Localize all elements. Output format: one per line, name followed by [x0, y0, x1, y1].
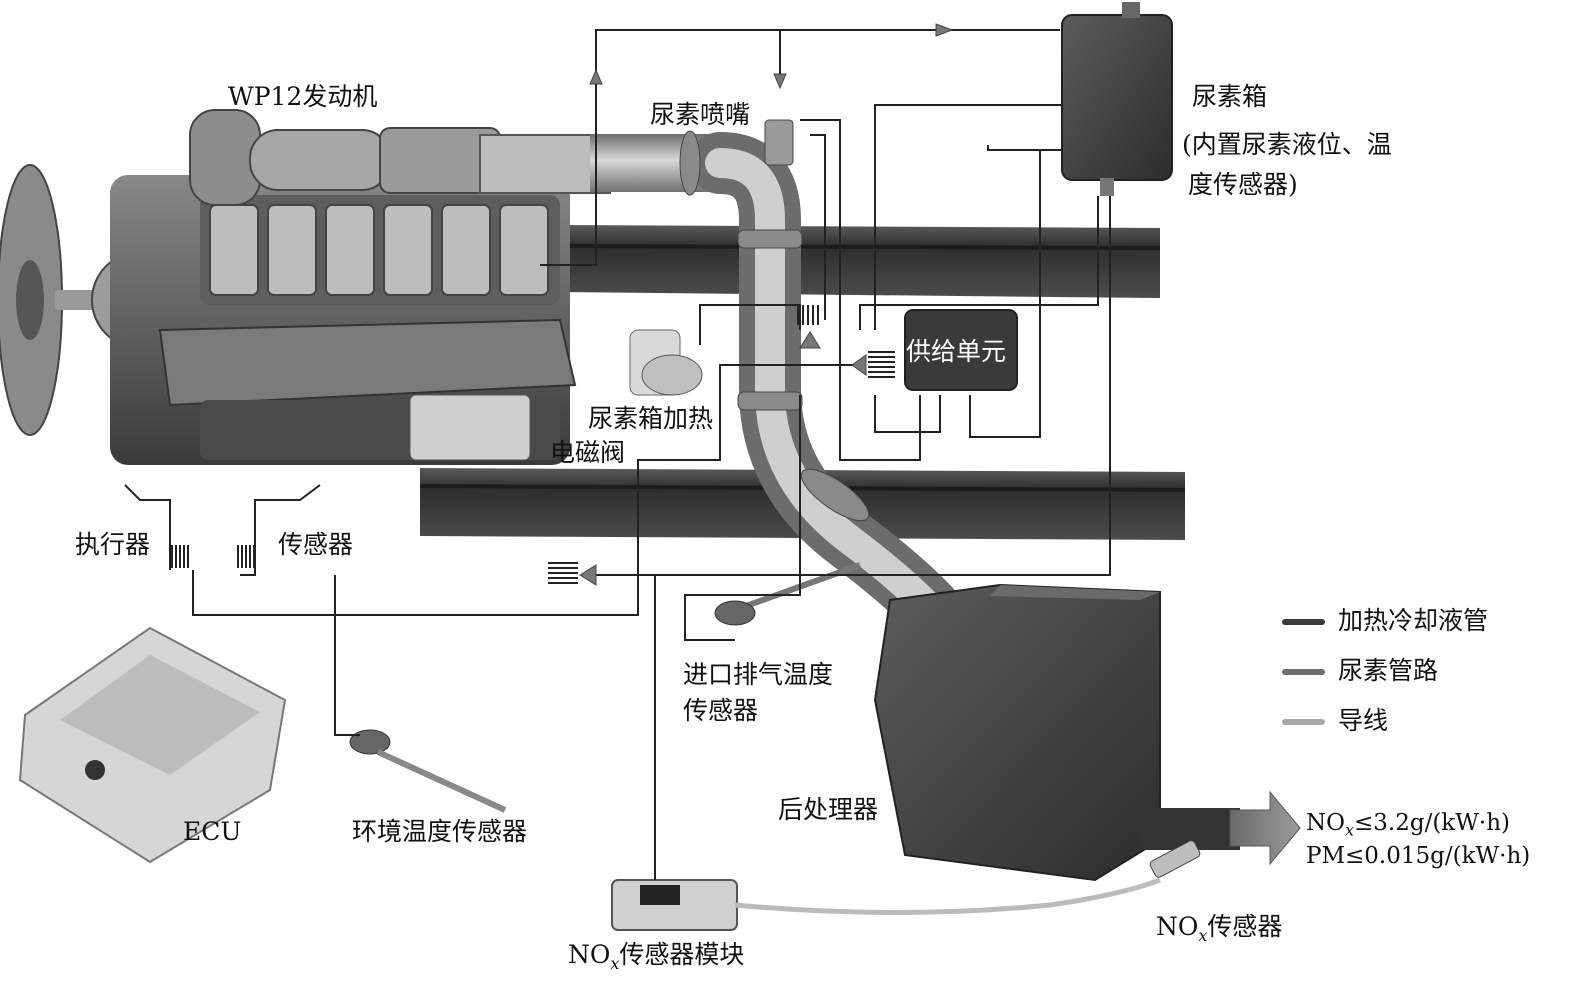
supply-unit-shape [904, 309, 1018, 391]
ambient-temp-sensor-label: 环境温度传感器 [352, 817, 528, 846]
nox-module-shape [611, 879, 738, 931]
heater-valve-label-line2: 电磁阀 [550, 438, 626, 467]
ambient-temp-sensor-shape [349, 729, 507, 813]
urea-tank-label: 尿素箱 [1192, 82, 1268, 111]
nox-limit-label: NOx≤3.2g/(kW·h) [1306, 810, 1510, 840]
nox-sensor-module-label: NOx传感器模块 [568, 940, 745, 973]
urea-tank-note-line2: 度传感器) [1188, 170, 1298, 199]
legend-swatches [1282, 619, 1325, 725]
sensor-label: 传感器 [278, 530, 354, 559]
nox-sensor-label: NOx传感器 [1156, 912, 1283, 945]
frame-rail-upper [554, 225, 1161, 298]
supply-unit-label: 供给单元 [906, 337, 1007, 366]
aftertreatment-box [873, 583, 1240, 882]
legend-item-urea-line: 尿素管路 [1338, 656, 1439, 685]
ecu-shape [18, 626, 287, 864]
inlet-temp-sensor-shape [714, 562, 862, 626]
flow-arrowheads [579, 23, 954, 586]
nox-sensor-shape [734, 840, 1201, 915]
wiring-lines [124, 29, 1111, 880]
inlet-temp-sensor-label-line2: 传感器 [683, 696, 759, 725]
engine-illustration [0, 109, 611, 465]
urea-nozzle-shape [764, 119, 794, 166]
pm-limit-label: PM≤0.015g/(kW·h) [1306, 843, 1531, 869]
heater-valve-shape [629, 329, 703, 396]
exhaust-out-arrow [1229, 790, 1301, 866]
urea-nozzle-label: 尿素喷嘴 [650, 100, 751, 129]
urea-tank-shape [1061, 2, 1173, 196]
inlet-temp-sensor-label-line1: 进口排气温度 [683, 660, 834, 689]
ecu-label: ECU [183, 817, 242, 846]
heater-valve-label-line1: 尿素箱加热 [588, 404, 714, 433]
actuator-label: 执行器 [75, 530, 151, 559]
urea-tank-note-line1: (内置尿素液位、温 [1182, 130, 1392, 159]
aftertreatment-label: 后处理器 [778, 795, 879, 824]
engine-label: WP12发动机 [228, 82, 378, 111]
legend-item-coolant: 加热冷却液管 [1338, 606, 1489, 635]
legend-item-wire: 导线 [1338, 706, 1389, 735]
connector-symbols [171, 305, 895, 584]
